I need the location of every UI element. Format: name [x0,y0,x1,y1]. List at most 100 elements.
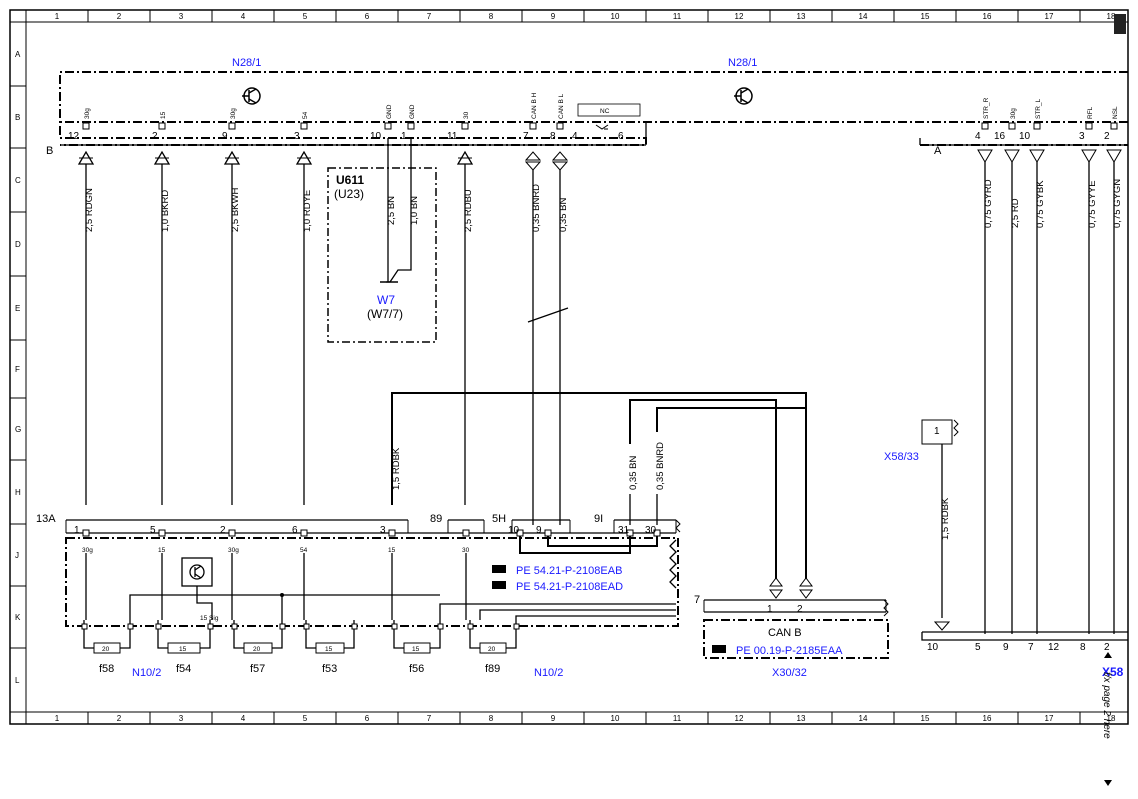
wire-label: 0,75 GYYE [1087,180,1098,228]
grid-col-label: 8 [489,714,494,723]
pin-number: 2 [152,131,158,142]
x58-pin-number: 9 [1003,642,1009,653]
pin-number: 12 [68,131,80,142]
fuse-amp: 20 [102,646,110,653]
n28-1-left-label: N28/1 [232,57,261,69]
pin-number: 10 [508,525,520,536]
x58-pin-number: 10 [927,642,939,653]
pin-number: 3 [1079,131,1085,142]
wire-rdbk2-label: 1,5 RDBK [940,497,951,540]
margin-note: f/x page 2 here [1101,672,1112,739]
can-pin-1: 1 [767,604,773,615]
wire-label: 2,5 BN [386,196,397,225]
pin-signal: RFL [1087,106,1094,119]
connector-89-label: 89 [430,513,442,525]
wire-label: 1,0 RDYE [302,190,313,232]
terminal-icon [1106,149,1122,163]
pin-signal: 15 [158,547,166,554]
wire-bn-label: 0,35 BN [628,456,639,490]
module-pin-right: 3 RFL 0,75 GYYE [1079,106,1098,634]
wire-label: 2,5 RDGN [84,188,95,232]
sig15-label: 15 Sig [200,615,219,622]
pe-ref-2[interactable]: PE 54.21-P-2108EAD [516,581,623,593]
pin-signal: 30 [463,111,470,119]
grid-col-label: 10 [611,714,620,723]
pin-number: 2 [1104,131,1110,142]
grid-col-label: 3 [179,714,184,723]
fuse-amp: 20 [253,646,261,653]
grid-col-label: 15 [921,714,930,723]
grid-col-label: 13 [797,12,806,21]
grid-col-label: 2 [117,12,122,21]
fuse-box-pin: 654 [292,525,308,620]
n10-2-label-b: N10/2 [534,667,563,679]
pin-signal: 30 [462,547,470,554]
pin-number: 30 [645,525,657,536]
terminal-icon [1004,149,1020,163]
x58-33-pin: 1 [934,426,940,437]
grid-row-label: A [15,50,21,59]
fuse-amp: 15 [412,646,420,653]
grid-col-label: 13 [797,714,806,723]
pin-number: 10 [370,131,382,142]
pin-number: 1 [401,131,407,142]
grid-col-label: 5 [303,12,308,21]
grid-col-label: 2 [117,714,122,723]
x58-pin-number: 7 [1028,642,1034,653]
pin-number: 9 [536,525,542,536]
can-pin-2: 2 [797,604,803,615]
pin-number: 3 [294,131,300,142]
connector-9i-label: 9I [594,513,603,525]
grid-col-label: 6 [365,714,370,723]
wire-label: 0,75 GYBK [1035,180,1046,228]
fuse-box-pin: 30 [645,525,661,537]
fuse: 15 f53 [303,620,358,675]
grid-col-label: 3 [179,12,184,21]
fuse-box-pin: 10 [508,525,524,537]
grid-col-label: 4 [241,714,246,723]
x58-pin-number: 5 [975,642,981,653]
grid-col-label: 9 [551,12,556,21]
can-b-terminal-icon [769,577,813,599]
module-pin: 4 [572,131,578,142]
grid-col-label: 5 [303,714,308,723]
fuse-name: f58 [99,663,114,675]
pin-signal: GND [386,104,393,119]
pe-ref-3[interactable]: PE 00.19-P-2185EAA [736,645,843,657]
pin-number: 9 [222,131,228,142]
wire-label: 2,5 RD [1010,198,1021,228]
transistor-icon [734,87,753,105]
grid-col-label: 12 [735,12,744,21]
relay-icon [181,557,213,587]
wire-label: 0,35 BNRD [531,184,542,232]
u23-label: (U23) [334,187,364,201]
n10-2-label-a: N10/2 [132,667,161,679]
grid-row-label: E [15,304,20,313]
pin-signal: 30g [228,547,239,554]
can-terminal-icon [551,151,569,171]
grid-row-label: L [15,676,20,685]
grid-col-label: 16 [983,12,992,21]
fuse-box-pin: 31 [618,525,634,537]
x30-32-label: X30/32 [772,667,807,679]
grid-row-label: D [15,240,21,249]
fuse-name: f53 [322,663,337,675]
pin-signal: 30g [82,547,93,554]
pe-ref-1[interactable]: PE 54.21-P-2108EAB [516,565,622,577]
grid-col-label: 6 [365,12,370,21]
terminal-icon [977,149,993,163]
grid-row-label: C [15,176,21,185]
grid-col-label: 7 [427,714,432,723]
grid-col-label: 10 [611,12,620,21]
fuse-amp: 15 [325,646,333,653]
pe-reference-icon [492,565,726,653]
